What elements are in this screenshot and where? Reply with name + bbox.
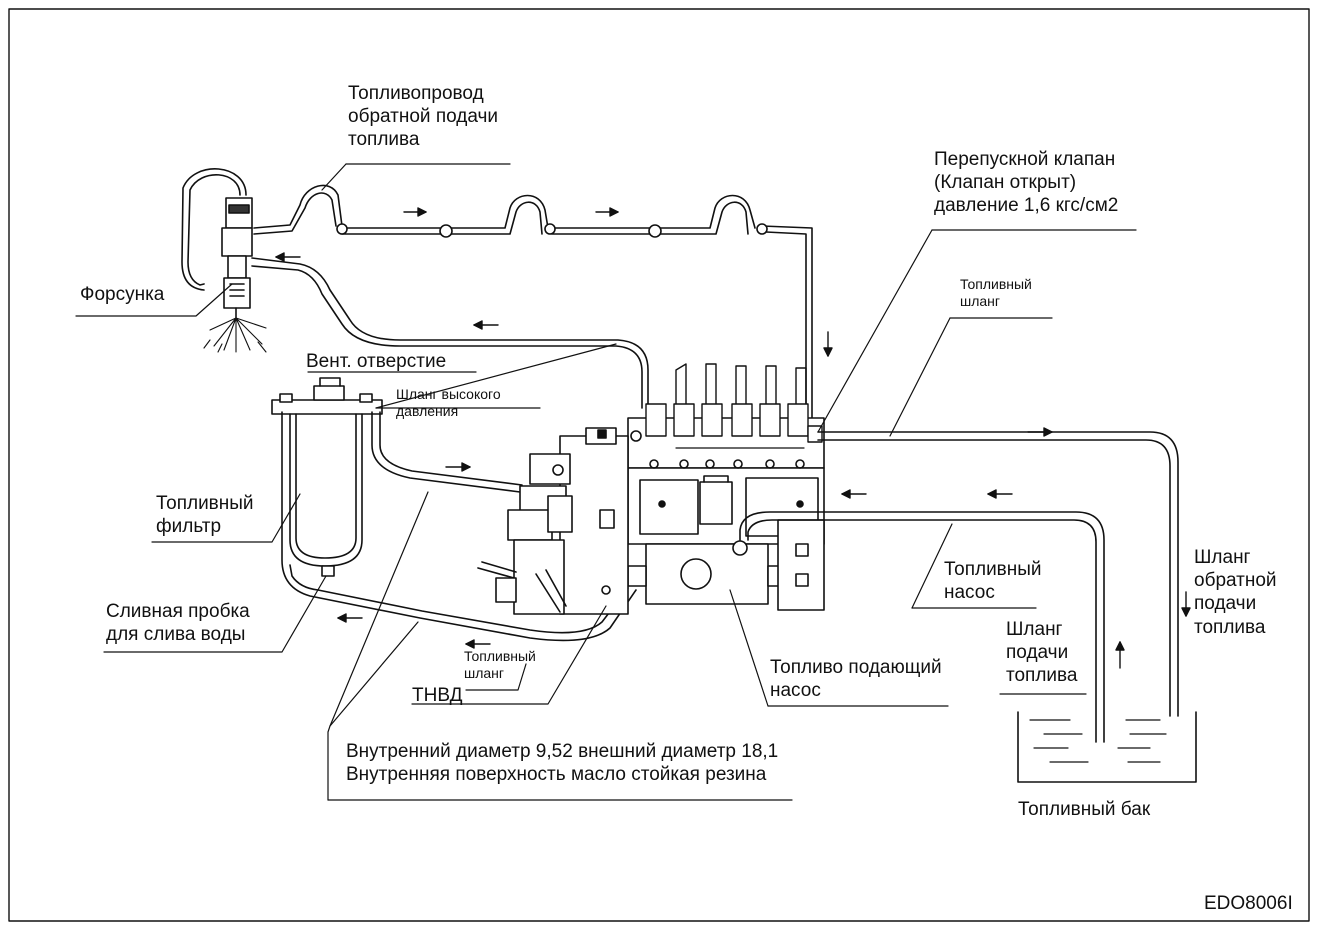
return-hose-label: Шланг обратной подачи топлива (1194, 547, 1277, 638)
bypass-valve-label: Перепускной клапан (Клапан открыт) давле… (934, 149, 1119, 217)
feed-pump-label: Топливо подающий насос (770, 657, 942, 702)
return-fuel-hose (817, 431, 1179, 717)
hose-spec-label: Внутренний диаметр 9,52 внешний диаметр … (346, 741, 779, 786)
vent-hole-label: Вент. отверстие (306, 351, 447, 372)
fuel-filter-drawing (271, 377, 383, 577)
fuel-pump-label: Топливный насос (944, 559, 1042, 604)
leakoff-line (251, 257, 649, 409)
injection-pump-drawing (477, 363, 825, 615)
figure-code: EDO8006I (1204, 893, 1293, 914)
injector-label: Форсунка (80, 284, 165, 305)
return-line-label: Топливопровод обратной подачи топлива (348, 83, 499, 151)
fuel-tank-drawing (1017, 711, 1197, 783)
tnvd-label: ТНВД (412, 685, 463, 706)
return-fuel-line (181, 168, 813, 431)
filter-to-pump-hose (371, 411, 521, 493)
fuel-hose-top-label: Топливный шланг (960, 276, 1032, 310)
fuel-supply-hose (739, 511, 1105, 743)
hp-hose-label: Шланг высокого давления (396, 386, 501, 420)
fuel-filter-label: Топливный фильтр (156, 493, 254, 538)
injector-drawing (203, 197, 267, 353)
flow-arrows (275, 207, 1191, 669)
fuel-tank-label: Топливный бак (1018, 799, 1151, 820)
leader-lines (75, 163, 1137, 801)
supply-hose-label: Шланг подачи топлива (1006, 619, 1078, 687)
figure-frame (8, 8, 1310, 922)
fuel-hose-bottom-label: Топливный шланг (464, 648, 536, 682)
drain-plug-label: Сливная пробка для слива воды (106, 601, 250, 646)
